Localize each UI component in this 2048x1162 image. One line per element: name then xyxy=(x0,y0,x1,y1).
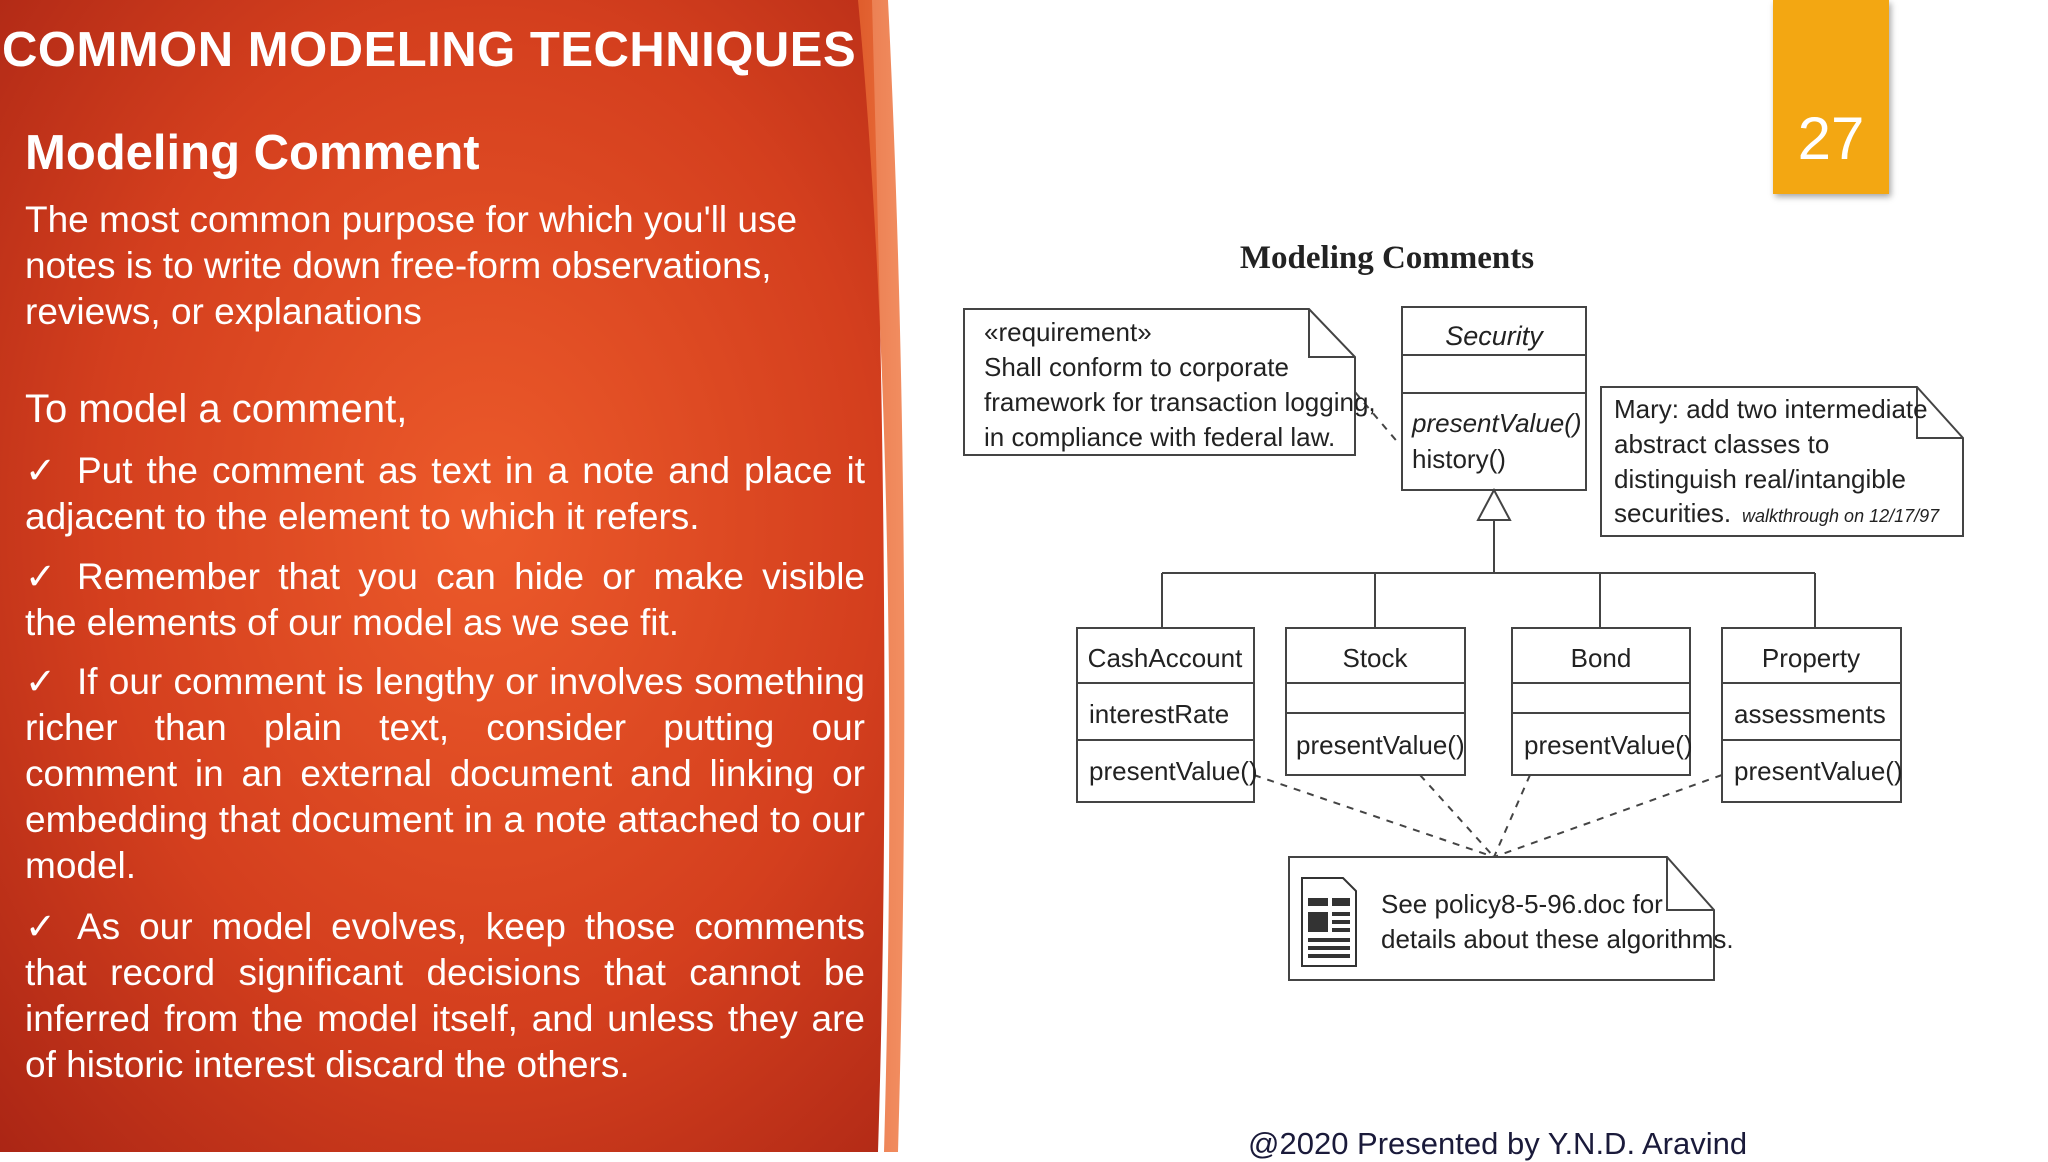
property-class xyxy=(1721,627,1902,803)
note-anchor xyxy=(1493,774,1531,858)
note-anchor xyxy=(1419,774,1495,858)
policy-note-line: details about these algorithms. xyxy=(1381,924,1734,954)
requirement-note-line: «requirement» xyxy=(984,317,1152,347)
requirement-note-line: framework for transaction logging, xyxy=(984,387,1376,417)
bond-class-name: Bond xyxy=(1571,643,1632,673)
page-number: 27 xyxy=(1797,105,1865,172)
note-fold xyxy=(1666,857,1714,911)
security-operation: history() xyxy=(1412,444,1506,474)
security-class xyxy=(1401,306,1587,491)
document-icon xyxy=(1301,877,1357,967)
slide-title: COMMON MODELING TECHNIQUES xyxy=(2,23,857,77)
section-heading: Modeling Comment xyxy=(25,126,480,180)
security-class-name: Security xyxy=(1445,321,1544,351)
bond-operation: presentValue() xyxy=(1524,730,1693,760)
policy-note-line: See policy8-5-96.doc for xyxy=(1381,889,1663,919)
policy-note xyxy=(1288,856,1715,981)
check-mark-icon: ✓ xyxy=(25,906,57,947)
bullet-item: ✓Remember that you can hide or make visi… xyxy=(25,554,865,646)
mary-note-line: Mary: add two intermediate xyxy=(1614,394,1928,424)
mary-note-line: abstract classes to xyxy=(1614,429,1829,459)
bullet-item: ✓Put the comment as text in a note and p… xyxy=(25,448,865,540)
check-mark-icon: ✓ xyxy=(25,661,57,702)
page-number-badge: 27 xyxy=(1773,0,1889,194)
note-fold xyxy=(1308,309,1355,358)
bullet-text: If our comment is lengthy or involves so… xyxy=(25,661,865,886)
red-panel xyxy=(0,0,885,1152)
stock-class-name: Stock xyxy=(1342,643,1408,673)
sub-heading: To model a comment, xyxy=(25,387,408,431)
check-mark-icon: ✓ xyxy=(25,556,57,597)
orange-stripe xyxy=(858,0,905,1152)
diagram-title: Modeling Comments xyxy=(1240,240,1534,276)
security-operation: presentValue() xyxy=(1411,408,1582,438)
cash-account-operation: presentValue() xyxy=(1089,756,1258,786)
cash-account-attribute: interestRate xyxy=(1089,699,1229,729)
requirement-note-line: in compliance with federal law. xyxy=(984,422,1335,452)
cash-account-class-name: CashAccount xyxy=(1088,643,1243,673)
generalization-arrow xyxy=(1476,487,1512,521)
bullet-text: Put the comment as text in a note and pl… xyxy=(25,450,865,537)
intro-paragraph: The most common purpose for which you'll… xyxy=(25,199,798,332)
bond-class xyxy=(1511,627,1691,776)
bullet-text: As our model evolves, keep those comment… xyxy=(25,906,865,1085)
requirement-note-line: Shall conform to corporate xyxy=(984,352,1289,382)
cash-account-class xyxy=(1076,627,1255,803)
note-anchor xyxy=(1354,391,1401,446)
property-attribute: assessments xyxy=(1734,699,1886,729)
note-anchor xyxy=(1253,774,1495,858)
mary-note-line: securities. xyxy=(1614,498,1731,528)
stock-operation: presentValue() xyxy=(1296,730,1465,760)
bullet-item: ✓As our model evolves, keep those commen… xyxy=(25,904,865,1088)
requirement-note xyxy=(963,308,1356,456)
property-class-name: Property xyxy=(1762,643,1860,673)
stock-class xyxy=(1285,627,1466,776)
mary-note-line: distinguish real/intangible xyxy=(1614,464,1906,494)
note-anchor xyxy=(1493,774,1723,858)
property-operation: presentValue() xyxy=(1734,756,1903,786)
bullet-item: ✓If our comment is lengthy or involves s… xyxy=(25,659,865,889)
check-mark-icon: ✓ xyxy=(25,450,57,491)
bullet-text: Remember that you can hide or make visib… xyxy=(25,556,865,643)
mary-note xyxy=(1600,386,1964,537)
note-fold xyxy=(1916,387,1963,439)
mary-note-small: walkthrough on 12/17/97 xyxy=(1742,506,1940,526)
presenter-footer: @2020 Presented by Y.N.D. Aravind xyxy=(1248,1126,1748,1161)
